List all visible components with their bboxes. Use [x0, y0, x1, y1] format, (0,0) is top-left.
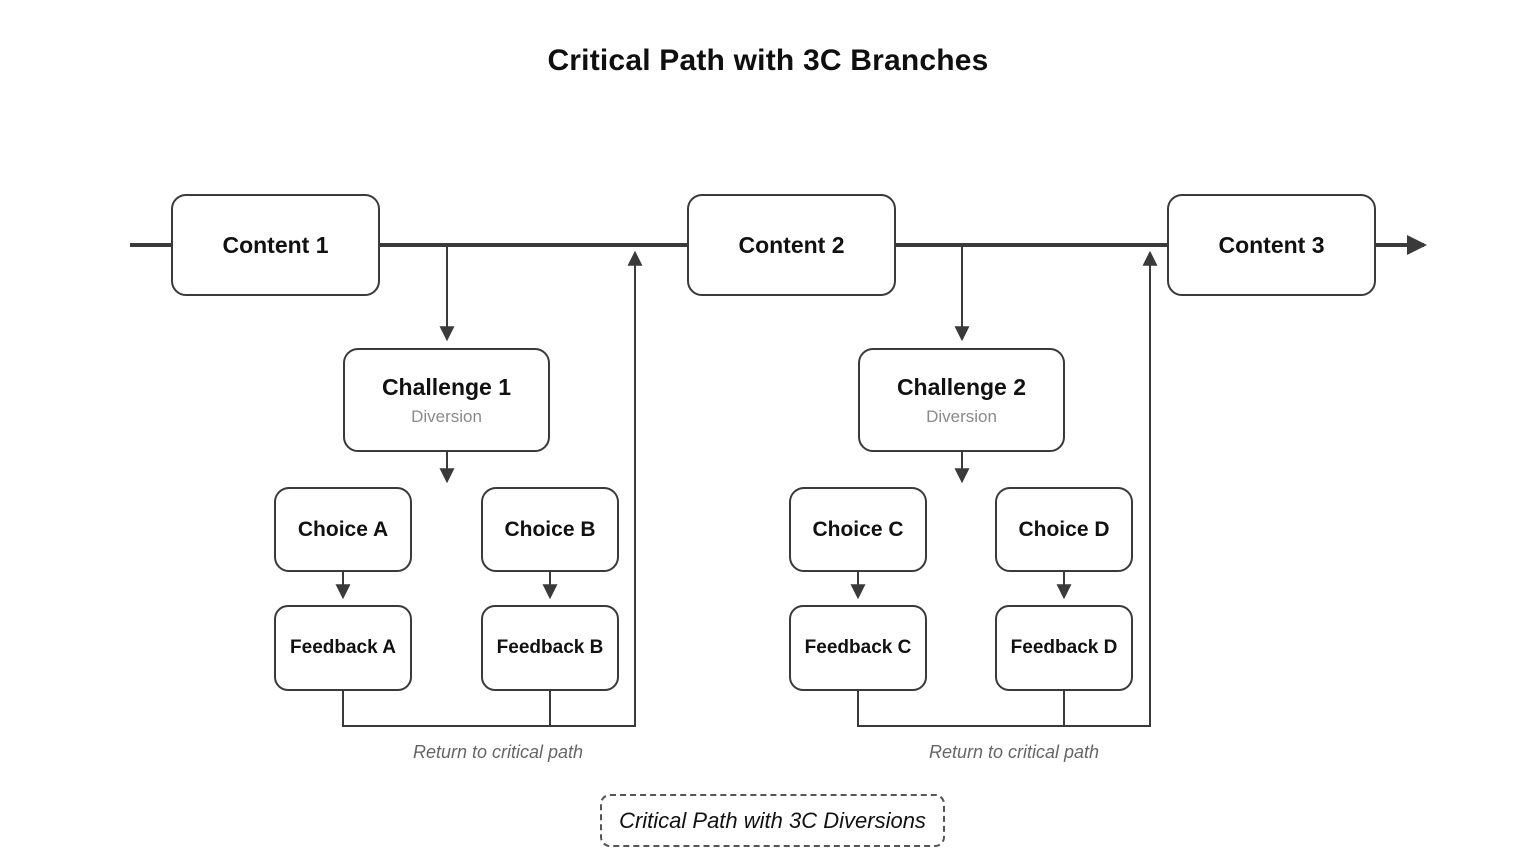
- node-feedback-a-label: Feedback A: [290, 637, 396, 658]
- node-content-2-label: Content 2: [738, 231, 845, 258]
- node-choice-d: Choice D: [995, 487, 1133, 572]
- node-challenge-1-subtitle: Diversion: [411, 406, 482, 426]
- node-feedback-d: Feedback D: [995, 605, 1133, 691]
- node-feedback-c-label: Feedback C: [804, 637, 912, 658]
- node-challenge-2: Challenge 2 Diversion: [858, 348, 1065, 452]
- return-path-branch-2: [857, 250, 1158, 727]
- node-feedback-b-label: Feedback B: [496, 637, 604, 658]
- node-challenge-1-label: Challenge 1: [381, 373, 512, 400]
- node-feedback-c: Feedback C: [789, 605, 927, 691]
- node-choice-c-label: Choice C: [812, 517, 904, 541]
- node-content-3-label: Content 3: [1218, 231, 1325, 258]
- node-choice-b: Choice B: [481, 487, 619, 572]
- node-feedback-d-label: Feedback D: [1010, 637, 1118, 658]
- return-label-branch-1: Return to critical path: [412, 742, 584, 762]
- node-content-3: Content 3: [1167, 194, 1376, 296]
- node-content-1: Content 1: [171, 194, 380, 296]
- return-label-branch-2: Return to critical path: [928, 742, 1100, 762]
- node-challenge-1: Challenge 1 Diversion: [343, 348, 550, 452]
- diagram-caption: Critical Path with 3C Diversions: [600, 794, 945, 847]
- node-choice-c: Choice C: [789, 487, 927, 572]
- node-choice-b-label: Choice B: [504, 517, 596, 541]
- node-choice-d-label: Choice D: [1018, 517, 1110, 541]
- node-feedback-b: Feedback B: [481, 605, 619, 691]
- node-choice-a-label: Choice A: [297, 517, 389, 541]
- node-content-1-label: Content 1: [222, 231, 329, 258]
- node-content-2: Content 2: [687, 194, 896, 296]
- node-challenge-2-subtitle: Diversion: [926, 406, 997, 426]
- diagram-title: Critical Path with 3C Branches: [547, 44, 989, 77]
- node-challenge-2-label: Challenge 2: [896, 373, 1027, 400]
- node-feedback-a: Feedback A: [274, 605, 412, 691]
- diagram-caption-text: Critical Path with 3C Diversions: [619, 807, 926, 833]
- return-path-branch-1: [342, 250, 643, 727]
- node-choice-a: Choice A: [274, 487, 412, 572]
